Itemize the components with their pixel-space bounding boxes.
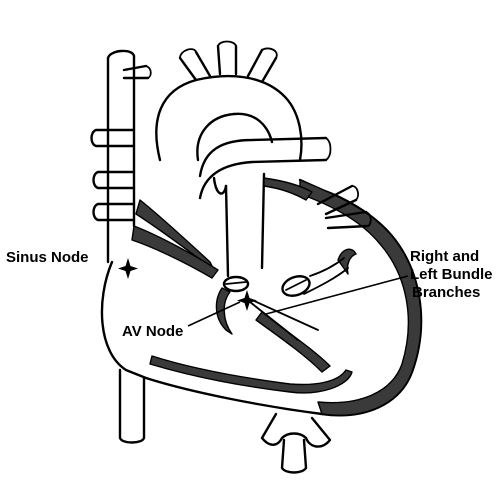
av-node-pointer bbox=[187, 301, 241, 327]
right-ventricle-wall-left bbox=[215, 287, 233, 335]
left-ventricle-wall bbox=[299, 179, 422, 416]
sinus-node-label: Sinus Node bbox=[6, 249, 89, 266]
aortic-branch-2-cap bbox=[217, 40, 237, 47]
valve-leaflets bbox=[225, 279, 307, 291]
pulmonary-trunk-cap bbox=[325, 137, 332, 161]
av-node-label: AV Node bbox=[122, 323, 183, 340]
bundle-label-line1: Right and bbox=[410, 248, 479, 265]
aortic-branch-1 bbox=[178, 50, 212, 82]
pulmonary-vein-2 bbox=[92, 170, 136, 190]
ascending-aorta-right bbox=[260, 172, 266, 270]
bundle-branch-right bbox=[251, 299, 319, 331]
aortic-branch-1-cap bbox=[179, 48, 197, 59]
inner-aorta-curve bbox=[212, 176, 228, 195]
bundle-label-line2: Left Bundle bbox=[410, 266, 493, 283]
septum-wall bbox=[255, 311, 331, 373]
right-atrium-wall bbox=[131, 225, 219, 279]
descending-aorta-lower bbox=[280, 438, 308, 474]
aortic-arch bbox=[155, 74, 303, 162]
tricuspid-valve bbox=[222, 275, 250, 293]
aortic-branch-2 bbox=[216, 44, 238, 76]
left-atrium-wall bbox=[263, 177, 313, 201]
svc-branch-cap bbox=[145, 65, 152, 79]
right-pulmonary-vein-1 bbox=[316, 184, 358, 216]
right-pulmonary-vein-2 bbox=[324, 210, 370, 230]
bundle-label-line3: Branches bbox=[412, 284, 480, 301]
aortic-arch-inner bbox=[196, 112, 274, 162]
right-ventricle-wall-bottom bbox=[149, 355, 353, 394]
descending-aorta bbox=[260, 412, 332, 448]
bundle-branch-left bbox=[249, 301, 299, 341]
ascending-aorta-left bbox=[224, 184, 230, 278]
pulmonary-vein-3 bbox=[92, 202, 136, 222]
inferior-vena-cava bbox=[118, 368, 146, 444]
right-pulmonary-vein-1-cap bbox=[351, 185, 359, 201]
pulmonary-vein-1 bbox=[90, 128, 136, 148]
bundle-pointer bbox=[265, 275, 409, 315]
av-node-star bbox=[237, 290, 257, 311]
chordae bbox=[303, 257, 349, 295]
aortic-branch-3-cap bbox=[261, 47, 278, 59]
pulmonary-trunk bbox=[198, 136, 328, 200]
aortic-branch-3 bbox=[246, 48, 278, 84]
svc-top-cap bbox=[106, 49, 136, 60]
sinus-node-star bbox=[118, 258, 138, 279]
right-pulmonary-vein-2-cap bbox=[365, 211, 372, 227]
svc-branch bbox=[122, 64, 150, 80]
